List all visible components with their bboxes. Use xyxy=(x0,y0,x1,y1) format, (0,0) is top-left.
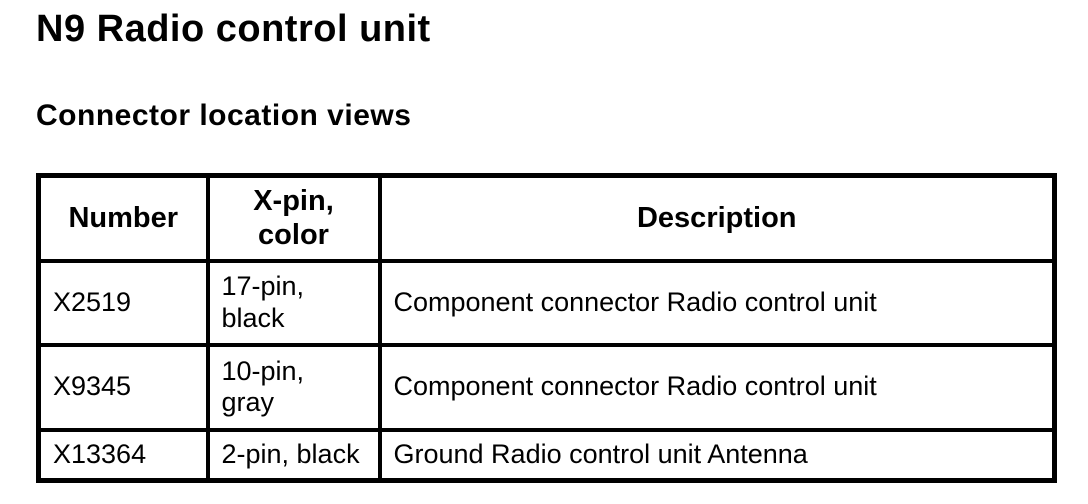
connector-description-cell: Component connector Radio control unit xyxy=(377,342,1057,432)
connector-number-cell: X13364 xyxy=(36,427,210,483)
connector-number-cell: X2519 xyxy=(36,258,210,347)
table-row: X13364 2-pin, black Ground Radio control… xyxy=(36,427,1057,483)
connector-pin-color-cell: 2-pin, black xyxy=(205,427,382,483)
connector-pin-color-cell: 17-pin, black xyxy=(205,258,382,347)
connector-location-table: Number X-pin, color Description X2519 17… xyxy=(36,173,1057,484)
connector-description-cell: Component connector Radio control unit xyxy=(377,258,1057,347)
column-header-number: Number xyxy=(36,173,210,263)
connector-description-cell: Ground Radio control unit Antenna xyxy=(377,427,1057,483)
table-row: X9345 10-pin, gray Component connector R… xyxy=(36,342,1057,432)
page-title: N9 Radio control unit xyxy=(36,8,431,50)
table-row: X2519 17-pin, black Component connector … xyxy=(36,258,1057,347)
table-header-row: Number X-pin, color Description xyxy=(36,173,1057,263)
connector-pin-color-cell: 10-pin, gray xyxy=(205,342,382,432)
column-header-pin-color: X-pin, color xyxy=(205,173,382,263)
column-header-description: Description xyxy=(377,173,1057,263)
connector-number-cell: X9345 xyxy=(36,342,210,432)
section-heading: Connector location views xyxy=(36,98,412,132)
